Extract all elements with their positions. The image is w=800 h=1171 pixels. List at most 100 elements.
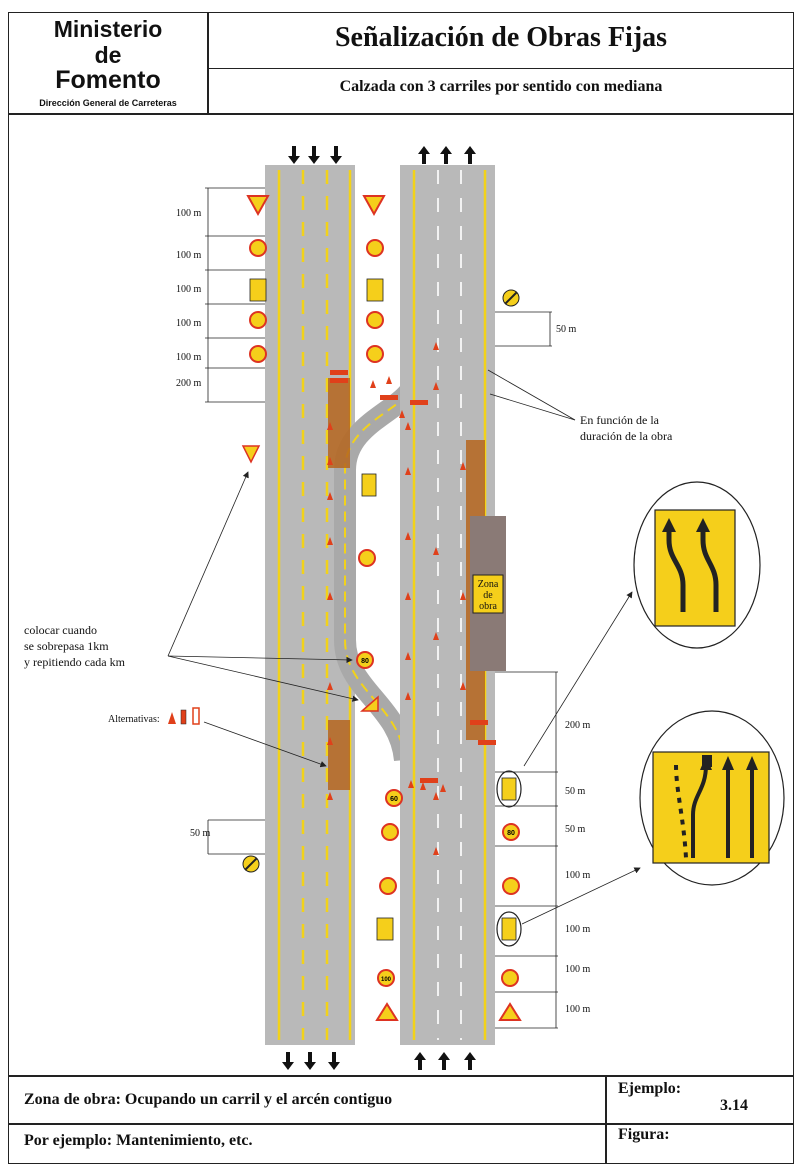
right-distance-markers: [495, 311, 558, 1029]
right-distance-7: 100 m: [565, 1004, 591, 1015]
ministry-name-2: de: [94, 42, 122, 68]
warning-works-sign-left: [246, 195, 270, 217]
note-place-leader-3: [167, 655, 359, 702]
lane-panel-sign-crossover: [361, 473, 377, 497]
no-overtaking-sign-median-2: [379, 877, 397, 895]
speed-sign-median-6: [381, 823, 399, 841]
enlarged-sign-2-circle: [639, 710, 785, 886]
example-box: [606, 1076, 794, 1124]
northbound-arrows-bottom: [414, 1052, 476, 1070]
lane-shift-arrow-head-2: [696, 518, 710, 532]
speed-sign-median-7: [377, 969, 395, 987]
right-distance-3: 50 m: [565, 824, 586, 835]
speed-sign-median-1: [366, 239, 384, 257]
note-duration-leader-1: [487, 369, 576, 421]
note-place-1: colocar cuando: [24, 623, 97, 637]
lane-shift-arrow-head-1: [662, 518, 676, 532]
barrier-markers: [330, 370, 496, 783]
right-distance-2: 50 m: [565, 786, 586, 797]
right-top-distance: 50 m: [556, 324, 577, 335]
example-text-box: [8, 1124, 606, 1164]
warning-works-sign-median-2: [375, 1002, 399, 1021]
alternative-bollard: [180, 709, 187, 725]
traffic-cones: [327, 342, 466, 855]
speed-limit-sign-left-2: [249, 345, 267, 363]
lane-shift-arrow-1: [666, 528, 686, 612]
left-distance-markers: [205, 187, 265, 855]
lane-panel-sign-median-2: [376, 917, 394, 941]
speed-sign-right-1: [502, 823, 520, 841]
note-place-leader-2: [167, 655, 353, 664]
left-distance-bottom: 50 m: [190, 828, 211, 839]
page-subtitle: Calzada con 3 carriles por sentido con m…: [339, 78, 663, 95]
zone-text: Zona de obra: Ocupando un carril y el ar…: [24, 1091, 393, 1108]
note-place-3: y repitiendo cada km: [24, 655, 126, 669]
alternative-cone: [168, 712, 176, 724]
left-distance-3: 100 m: [176, 284, 202, 295]
merge-arrow: [691, 764, 708, 858]
work-zone-strip-left-lower: [328, 720, 350, 790]
speed-sign-number-3: 80: [507, 830, 515, 837]
lane-panel-sign-right-1: [501, 777, 517, 801]
alternatives-leader: [203, 721, 327, 768]
left-distance-1: 100 m: [176, 208, 202, 219]
no-overtaking-sign-left: [249, 311, 267, 329]
note-duration-1: En función de la: [580, 413, 660, 427]
warning-works-sign-right: [498, 1002, 522, 1021]
example-label: Ejemplo:: [618, 1080, 682, 1097]
work-zone-strip-left-upper: [328, 378, 350, 468]
speed-sign-median-4: [356, 651, 374, 669]
speed-sign-median-3: [358, 549, 376, 567]
speed-sign-median-5: [385, 789, 403, 807]
left-distance-5: 100 m: [176, 352, 202, 363]
speed-sign-number-1: 80: [361, 658, 369, 665]
median-signs: [356, 195, 403, 1021]
figure-label: Figura:: [618, 1126, 670, 1143]
right-distance-4: 100 m: [565, 870, 591, 881]
lane-panel-sign-median: [366, 278, 384, 302]
ministry-name-3: Fomento: [55, 66, 161, 94]
left-signs: [241, 195, 270, 873]
header-divider: [208, 68, 794, 69]
speed-limit-sign-left-1: [249, 239, 267, 257]
note-place-leader-1: [167, 471, 249, 657]
no-overtaking-sign-median: [366, 311, 384, 329]
enlarged-sign-1-circle: [633, 481, 761, 649]
note-duration-2: duración de la obra: [580, 429, 673, 443]
crossover-upper-line: [344, 379, 416, 761]
note-duration-leader-2: [489, 393, 576, 421]
right-distance-6: 100 m: [565, 964, 591, 975]
zone-box: [8, 1076, 606, 1124]
figure-box: [606, 1124, 794, 1164]
speed-sign-median-2: [366, 345, 384, 363]
speed-sign-number-2: 60: [390, 796, 398, 803]
lane-shift-arrow-2: [700, 528, 719, 612]
straight-arrow-head-2: [746, 756, 758, 770]
speed-sign-number-4: 100: [381, 977, 392, 983]
work-zone-label-1: Zona: [478, 579, 499, 590]
southbound-arrows-top: [288, 146, 342, 164]
enlarged-sign-2-leader: [521, 867, 641, 925]
example-value: 3.14: [720, 1097, 748, 1114]
work-zone-label-2: de: [483, 590, 493, 601]
end-restriction-bar-right: [504, 291, 518, 305]
work-zone-label-3: obra: [479, 601, 497, 612]
diagram-frame: [8, 114, 794, 1076]
right-signs: [496, 289, 522, 1021]
narrowing-sign-left: [241, 445, 261, 464]
ministry-subtitle: Dirección General de Carreteras: [39, 98, 177, 108]
title-box: [208, 12, 794, 114]
right-distance-1: 200 m: [565, 720, 591, 731]
lane-panel-sign-left: [249, 278, 267, 302]
end-restriction-bar-left: [244, 857, 258, 871]
ministry-name-1: Ministerio: [53, 16, 163, 42]
lane-panel-sign-right-2: [501, 917, 517, 941]
southbound-arrows-bottom: [282, 1052, 340, 1070]
alternative-panel: [192, 707, 200, 725]
left-distance-4: 100 m: [176, 318, 202, 329]
speed-sign-right-2: [501, 969, 519, 987]
straight-arrow-head-1: [722, 756, 734, 770]
left-distance-2: 100 m: [176, 250, 202, 261]
note-place-2: se sobrepasa 1km: [24, 639, 109, 653]
